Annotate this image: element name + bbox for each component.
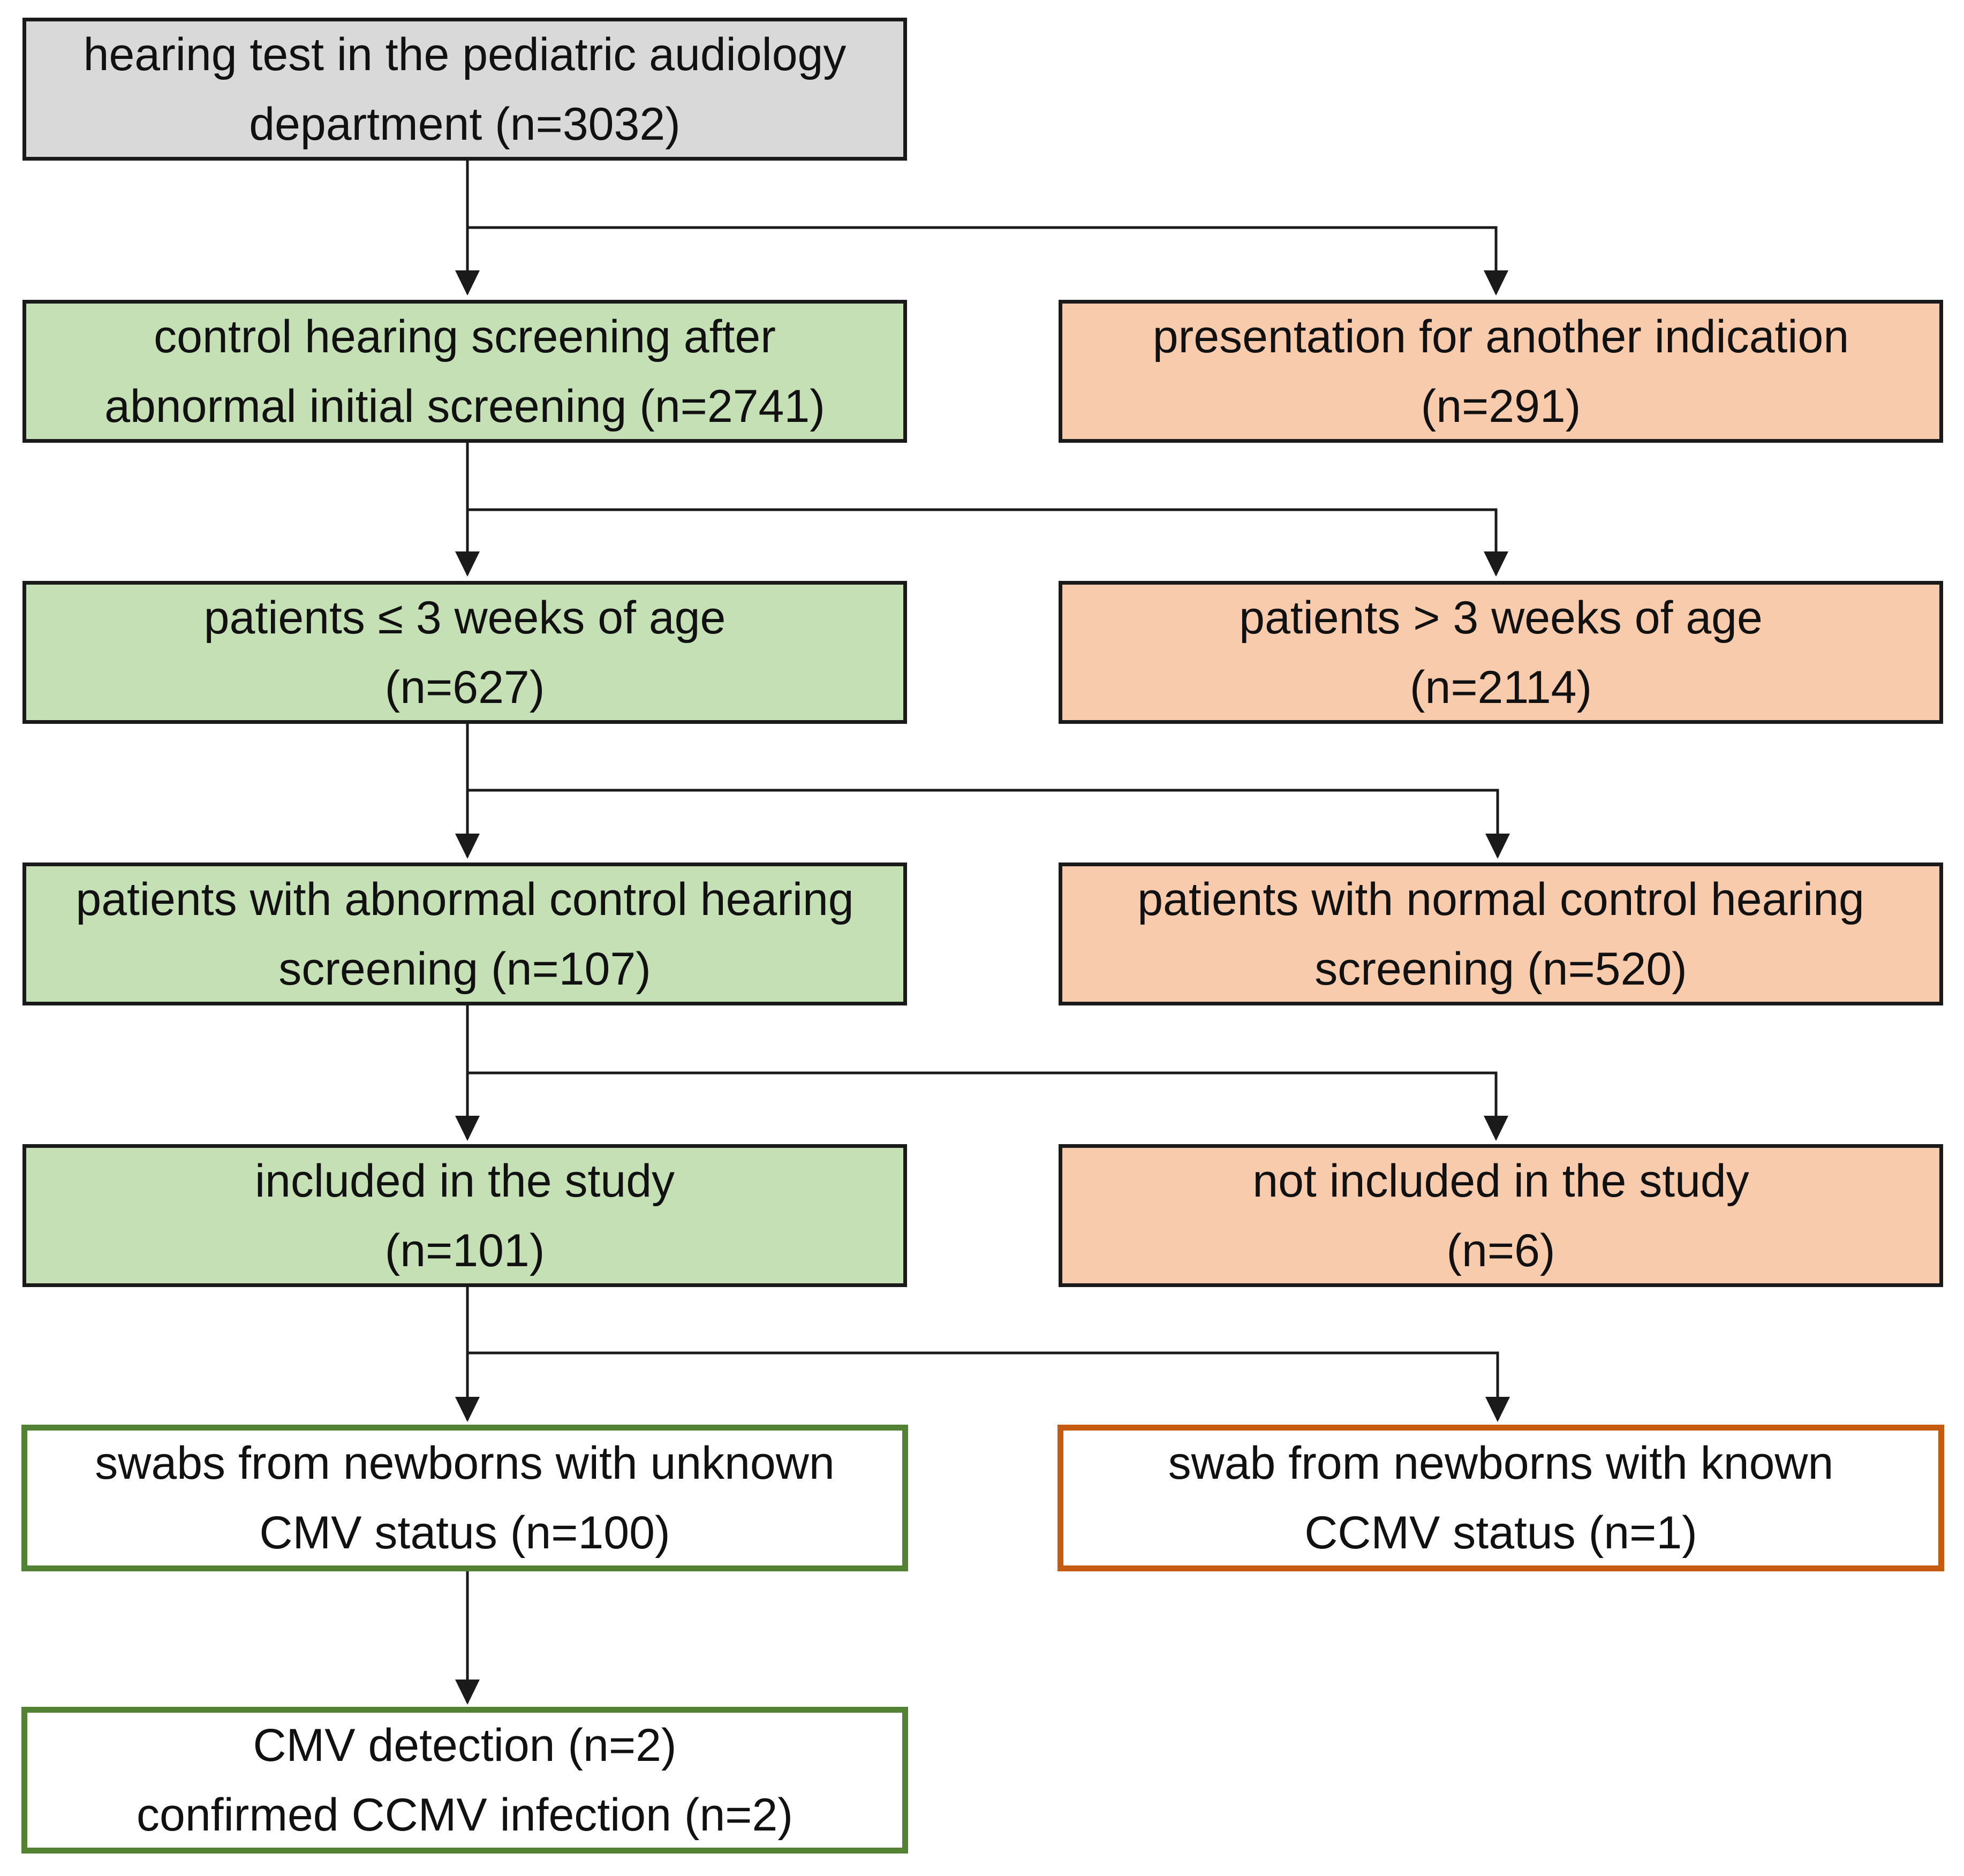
node-hearing-test: hearing test in the pediatric audiology … <box>22 18 907 161</box>
node-known-ccmv-status-line2: CCMV status (n=1) <box>1304 1507 1697 1559</box>
node-hearing-test-line1: hearing test in the pediatric audiology <box>83 28 847 80</box>
arrowhead-abnormal <box>455 834 480 859</box>
node-age-under-3-weeks: patients ≤ 3 weeks of age (n=627) <box>22 581 907 724</box>
arrowhead-other <box>1484 270 1508 296</box>
node-normal-control-line1: patients with normal control hearing <box>1137 873 1864 925</box>
arrowhead-known <box>1485 1397 1510 1422</box>
connector-control-branch <box>467 508 1498 574</box>
arrowhead-control <box>455 270 480 296</box>
node-not-included-line1: not included in the study <box>1252 1155 1749 1207</box>
arrowhead-detection <box>455 1680 480 1705</box>
node-included: included in the study (n=101) <box>22 1144 907 1287</box>
node-unknown-cmv-status: swabs from newborns with unknown CMV sta… <box>21 1425 908 1571</box>
node-other-indication-line2: (n=291) <box>1421 380 1581 432</box>
node-cmv-detection-line2: confirmed CCMV infection (n=2) <box>137 1789 793 1841</box>
node-included-line1: included in the study <box>254 1155 675 1207</box>
arrowhead-old <box>1484 551 1508 577</box>
connector-included-branch <box>467 1351 1499 1420</box>
node-known-ccmv-status: swab from newborns with known CCMV statu… <box>1057 1425 1944 1571</box>
node-normal-control: patients with normal control hearing scr… <box>1059 863 1943 1005</box>
node-age-over-3-weeks-line1: patients > 3 weeks of age <box>1239 592 1763 644</box>
node-unknown-cmv-status-line2: CMV status (n=100) <box>259 1507 670 1559</box>
arrowhead-young <box>455 551 480 577</box>
node-known-ccmv-status-line1: swab from newborns with known <box>1168 1438 1834 1489</box>
connector-young-branch <box>467 789 1499 857</box>
connector-start-branch <box>467 226 1498 293</box>
node-other-indication: presentation for another indication (n=2… <box>1059 300 1943 443</box>
node-control-screening-line2: abnormal initial screening (n=2741) <box>104 380 825 432</box>
arrowhead-not-included <box>1484 1116 1508 1141</box>
arrowhead-unknown <box>455 1397 480 1422</box>
node-age-over-3-weeks: patients > 3 weeks of age (n=2114) <box>1059 581 1943 724</box>
node-abnormal-control-line1: patients with abnormal control hearing <box>75 873 854 925</box>
node-normal-control-line2: screening (n=520) <box>1315 943 1687 995</box>
node-age-under-3-weeks-line2: (n=627) <box>384 661 545 713</box>
node-control-screening-line1: control hearing screening after <box>154 311 776 362</box>
node-cmv-detection: CMV detection (n=2) confirmed CCMV infec… <box>21 1707 908 1854</box>
node-abnormal-control-line2: screening (n=107) <box>278 943 651 995</box>
node-cmv-detection-line1: CMV detection (n=2) <box>253 1720 677 1771</box>
node-not-included: not included in the study (n=6) <box>1059 1144 1943 1287</box>
node-other-indication-line1: presentation for another indication <box>1152 311 1849 362</box>
node-hearing-test-line2: department (n=3032) <box>249 98 681 150</box>
node-age-under-3-weeks-line1: patients ≤ 3 weeks of age <box>203 592 726 644</box>
connector-abnormal-branch <box>467 1071 1498 1139</box>
node-included-line2: (n=101) <box>384 1224 545 1276</box>
node-abnormal-control: patients with abnormal control hearing s… <box>22 863 907 1005</box>
node-age-over-3-weeks-line2: (n=2114) <box>1409 661 1592 713</box>
node-control-screening: control hearing screening after abnormal… <box>22 300 907 443</box>
node-not-included-line2: (n=6) <box>1446 1224 1555 1276</box>
node-unknown-cmv-status-line1: swabs from newborns with unknown <box>95 1438 835 1489</box>
arrowhead-included <box>455 1116 480 1141</box>
arrowhead-normal <box>1485 834 1510 859</box>
